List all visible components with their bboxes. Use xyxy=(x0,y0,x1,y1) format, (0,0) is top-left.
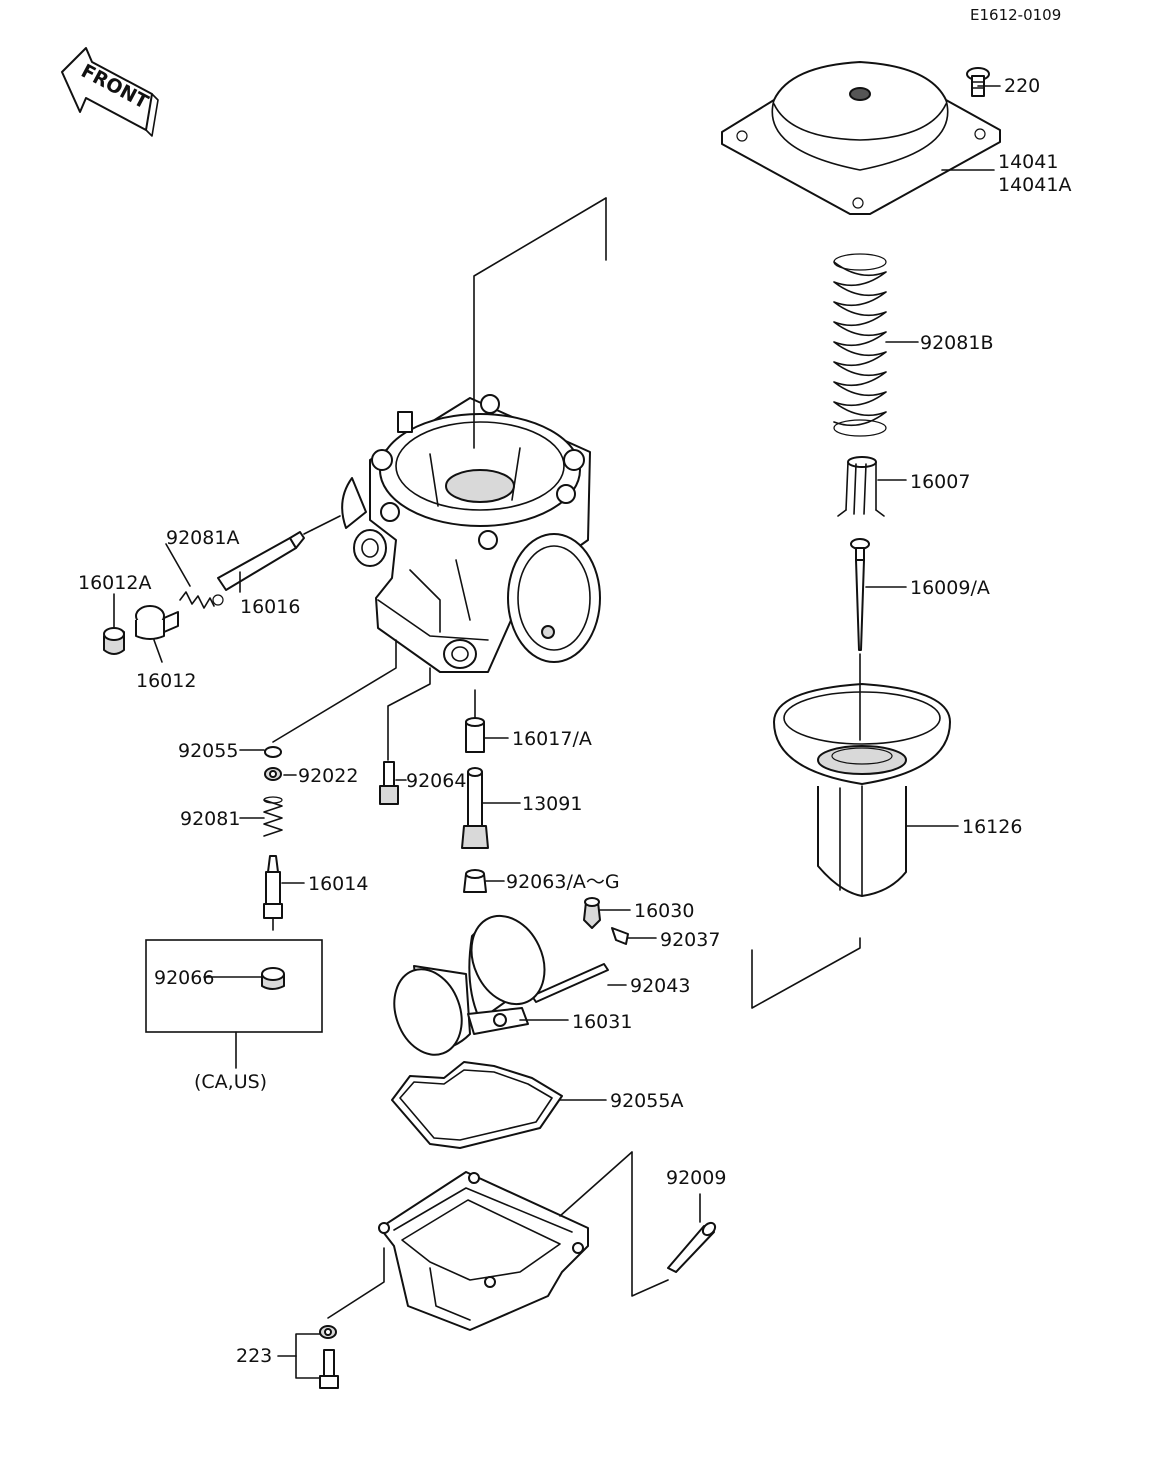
needle-jet-holder xyxy=(465,717,485,753)
main-jet-holder xyxy=(461,767,489,849)
cover-screw xyxy=(966,67,990,97)
pilot-plug xyxy=(135,605,179,640)
label-92022: 92022 xyxy=(298,765,358,787)
label-92055a: 92055A xyxy=(610,1090,683,1112)
top-cover xyxy=(721,61,1001,215)
label-14041: 14041 xyxy=(998,151,1058,173)
mixture-screw xyxy=(263,855,283,919)
needle-retainer xyxy=(837,456,885,517)
label-16126: 16126 xyxy=(962,816,1022,838)
pilot-screw xyxy=(217,529,313,591)
vacuum-piston xyxy=(773,683,951,897)
label-92055: 92055 xyxy=(178,740,238,762)
label-220: 220 xyxy=(1004,75,1040,97)
label-92081: 92081 xyxy=(180,808,240,830)
starter-jet xyxy=(379,761,399,805)
float-bowl xyxy=(378,1171,589,1331)
label-16009a: 16009/A xyxy=(910,577,990,599)
front-arrow-icon: FRONT xyxy=(61,47,159,137)
bowl-screw xyxy=(319,1349,339,1389)
small-spring xyxy=(263,796,283,837)
label-14041a: 14041A xyxy=(998,174,1071,196)
label-region-note: (CA,US) xyxy=(194,1071,267,1093)
float-valve-needle xyxy=(583,897,601,929)
label-16012a: 16012A xyxy=(78,572,151,594)
ca-us-box xyxy=(145,939,323,1069)
washer xyxy=(264,767,282,781)
label-16007: 16007 xyxy=(910,471,970,493)
label-92081b: 92081B xyxy=(920,332,993,354)
label-92043: 92043 xyxy=(630,975,690,997)
label-16012: 16012 xyxy=(136,670,196,692)
jet-needle xyxy=(850,538,870,651)
label-92081a: 92081A xyxy=(166,527,239,549)
label-16030: 16030 xyxy=(634,900,694,922)
float-bowl-gasket xyxy=(391,1061,563,1149)
valve-clip xyxy=(611,927,629,945)
bowl-screw-washer xyxy=(319,1325,337,1339)
label-16031: 16031 xyxy=(572,1011,632,1033)
label-13091: 13091 xyxy=(522,793,582,815)
label-16014: 16014 xyxy=(308,873,368,895)
label-92009: 92009 xyxy=(666,1167,726,1189)
label-92063: 92063/A～G xyxy=(506,871,620,893)
part-labels: 220 14041 14041A 92081B 16007 16009/A 16… xyxy=(78,75,1071,1367)
label-92064: 92064 xyxy=(406,770,466,792)
label-92037: 92037 xyxy=(660,929,720,951)
float-assembly xyxy=(393,914,546,1056)
o-ring xyxy=(264,746,282,758)
carburetor-body xyxy=(341,394,601,673)
label-16016: 16016 xyxy=(240,596,300,618)
vacuum-spring xyxy=(833,253,887,437)
main-jet xyxy=(463,869,487,893)
float-pin xyxy=(531,963,609,1003)
pilot-cap xyxy=(103,627,125,655)
pilot-screw-spring xyxy=(179,591,224,609)
label-16017a: 16017/A xyxy=(512,728,592,750)
reference-code: E1612-0109 xyxy=(970,6,1061,24)
leader-lines xyxy=(113,85,1001,1379)
label-223: 223 xyxy=(236,1345,272,1367)
label-92066: 92066 xyxy=(154,967,214,989)
